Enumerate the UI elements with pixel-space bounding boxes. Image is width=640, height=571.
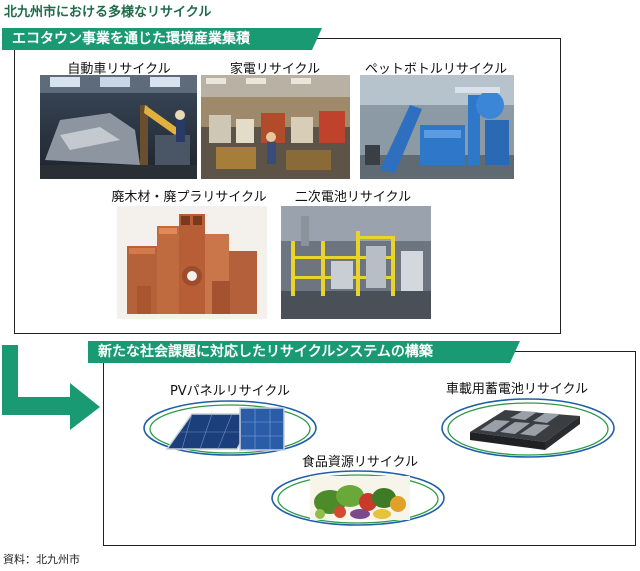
pv-panel-image xyxy=(162,404,292,454)
wood-plastic-recycling-label: 廃木材・廃プラリサイクル xyxy=(111,190,267,205)
wood-plastic-recycling-photo xyxy=(117,206,267,319)
section-eco-town-banner: エコタウン事業を通じた環境産業集積 xyxy=(2,28,322,50)
page-title: 北九州市における多様なリサイクル xyxy=(4,5,212,20)
source-note: 資料：北九州市 xyxy=(3,553,80,566)
pv-panel-recycling-label: PVパネルリサイクル xyxy=(169,384,291,399)
car-recycling-photo xyxy=(40,75,197,179)
appliance-recycling-photo xyxy=(201,75,350,179)
battery-recycling-photo xyxy=(281,206,431,319)
section-new-system-banner: 新たな社会課題に対応したリサイクルシステムの構築 xyxy=(88,341,520,363)
ev-battery-image xyxy=(465,402,585,454)
ev-battery-ellipse xyxy=(438,396,618,460)
ev-battery-recycling-label: 車載用蓄電池リサイクル xyxy=(445,382,589,397)
pv-panel-ellipse xyxy=(140,398,320,458)
battery-recycling-label: 二次電池リサイクル xyxy=(294,190,412,205)
appliance-recycling-label: 家電リサイクル xyxy=(229,62,321,77)
pet-bottle-recycling-label: ペットボトルリサイクル xyxy=(364,62,508,77)
food-resource-image xyxy=(310,476,410,520)
pet-bottle-recycling-photo xyxy=(360,75,514,179)
food-resource-recycling-label: 食品資源リサイクル xyxy=(301,455,419,470)
food-resource-ellipse xyxy=(268,468,448,528)
transition-arrow xyxy=(2,345,102,430)
car-recycling-label: 自動車リサイクル xyxy=(67,62,171,77)
